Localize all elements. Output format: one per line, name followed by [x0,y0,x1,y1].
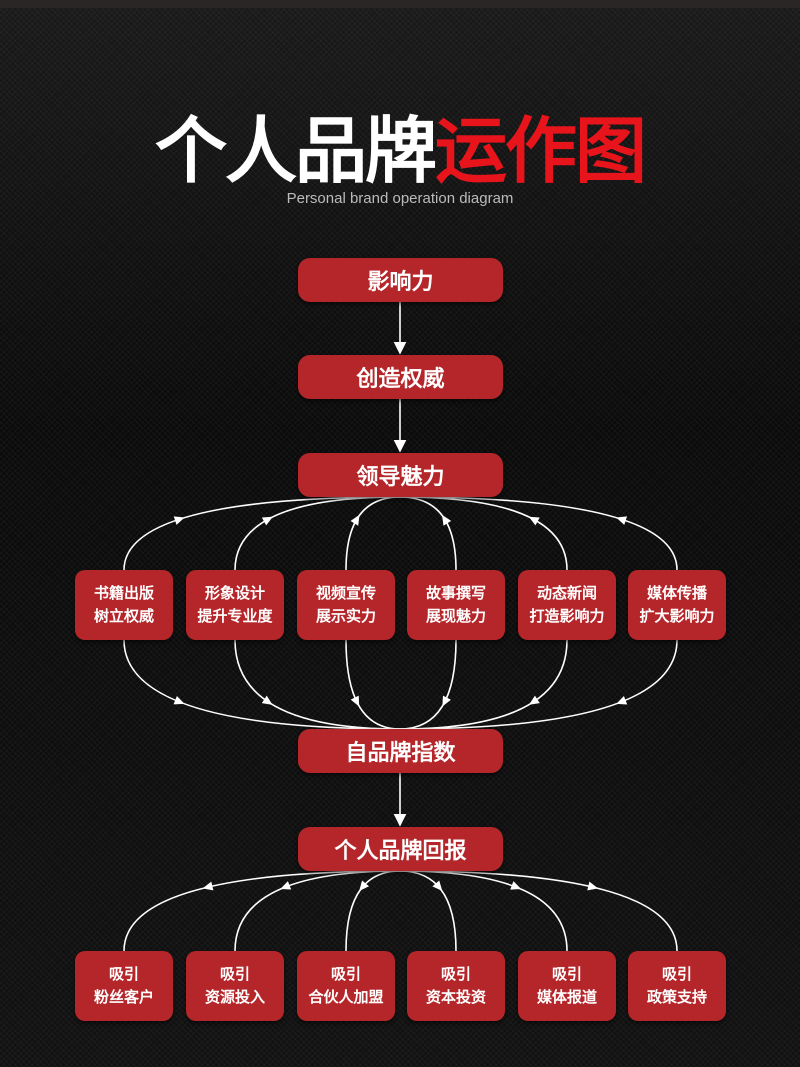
bottom-node-5: 吸引媒体报道 [518,951,616,1021]
curve-down-4-arrowhead [442,695,451,707]
bottom-node-3: 吸引合伙人加盟 [297,951,395,1021]
curve-return-6 [399,870,678,952]
middle-node-line1: 视频宣传 [315,584,376,602]
curve-return-2-arrowhead [280,881,292,890]
bottom-node-line2: 资本投资 [425,988,486,1006]
middle-node-3: 视频宣传展示实力 [297,570,395,640]
middle-node-line1: 动态新闻 [536,584,597,602]
title-white: 个人品牌 [154,108,437,193]
curve-up-3-arrowhead [350,514,360,526]
bottom-node-line1: 吸引 [330,965,361,983]
curve-down-3-arrowhead [350,695,360,707]
curve-down-2 [234,639,401,730]
curve-up-6 [399,496,678,571]
node-brand-index: 自品牌指数 [298,729,503,773]
middle-node-line1: 形象设计 [204,584,265,602]
curve-down-5-arrowhead [528,695,540,705]
bottom-node-1: 吸引粉丝客户 [75,951,173,1021]
curve-down-1-arrowhead [173,696,185,705]
curve-up-2-arrowhead [261,516,273,526]
bottom-node-line2: 合伙人加盟 [308,988,384,1006]
middle-node-line1: 媒体传播 [646,584,707,602]
middle-node-1: 书籍出版树立权威 [75,570,173,640]
middle-node-line1: 书籍出版 [93,584,154,602]
curve-return-5 [399,870,568,952]
bottom-node-6: 吸引政策支持 [628,951,726,1021]
middle-node-5: 动态新闻打造影响力 [518,570,616,640]
curve-down-3 [345,639,401,730]
curve-return-2 [234,870,401,952]
bottom-node-2: 吸引资源投入 [186,951,284,1021]
curve-return-1 [123,870,401,952]
bottom-node-line2: 政策支持 [646,988,707,1006]
curve-up-3 [345,496,401,571]
curve-return-6-arrowhead [587,881,599,891]
middle-node-line1: 故事撰写 [425,584,486,602]
bottom-node-line2: 媒体报道 [536,988,597,1006]
curve-down-5 [399,639,568,730]
curve-return-3-arrowhead [359,880,369,892]
middle-node-line2: 树立权威 [93,607,154,625]
curve-up-4-arrowhead [442,514,452,526]
middle-node-6: 媒体传播扩大影响力 [628,570,726,640]
bottom-node-line1: 吸引 [440,965,471,983]
bottom-node-line2: 资源投入 [204,988,265,1006]
curve-return-4 [399,870,457,952]
bottom-node-4: 吸引资本投资 [407,951,505,1021]
bottom-node-line1: 吸引 [219,965,250,983]
curve-down-1 [123,639,401,730]
page-title: 个人品牌运作图 [0,92,800,197]
curve-return-1-arrowhead [202,881,214,891]
title-red: 运作图 [435,108,647,193]
bottom-node-line1: 吸引 [661,965,692,983]
curve-return-3 [345,870,401,952]
middle-node-2: 形象设计提升专业度 [186,570,284,640]
bottom-node-line1: 吸引 [108,965,139,983]
curve-up-5 [399,496,568,571]
node-brand-return: 个人品牌回报 [298,827,503,871]
middle-node-line2: 打造影响力 [529,607,605,625]
curve-down-6-arrowhead [616,696,628,705]
middle-node-line2: 扩大影响力 [639,607,715,625]
page-subtitle: Personal brand operation diagram [286,190,514,207]
bottom-node-line1: 吸引 [551,965,582,983]
middle-node-line2: 展示实力 [315,607,376,625]
node-leadership-charm: 领导魅力 [298,453,503,497]
curve-down-6 [399,639,678,730]
curve-return-4-arrowhead [432,880,443,891]
curve-up-6-arrowhead [616,516,628,525]
top-bar [0,0,800,8]
curve-up-2 [234,496,401,571]
middle-node-line2: 提升专业度 [197,607,273,625]
bottom-node-line2: 粉丝客户 [93,988,154,1006]
curve-down-2-arrowhead [261,695,273,705]
curve-down-4 [399,639,457,730]
node-influence: 影响力 [298,258,503,302]
middle-node-line2: 展现魅力 [425,607,486,625]
curve-up-1 [123,496,401,571]
curve-up-4 [399,496,457,571]
curve-up-1-arrowhead [173,516,185,525]
curve-return-5-arrowhead [510,881,522,890]
middle-node-4: 故事撰写展现魅力 [407,570,505,640]
curve-up-5-arrowhead [528,516,540,526]
node-create-authority: 创造权威 [298,355,503,399]
